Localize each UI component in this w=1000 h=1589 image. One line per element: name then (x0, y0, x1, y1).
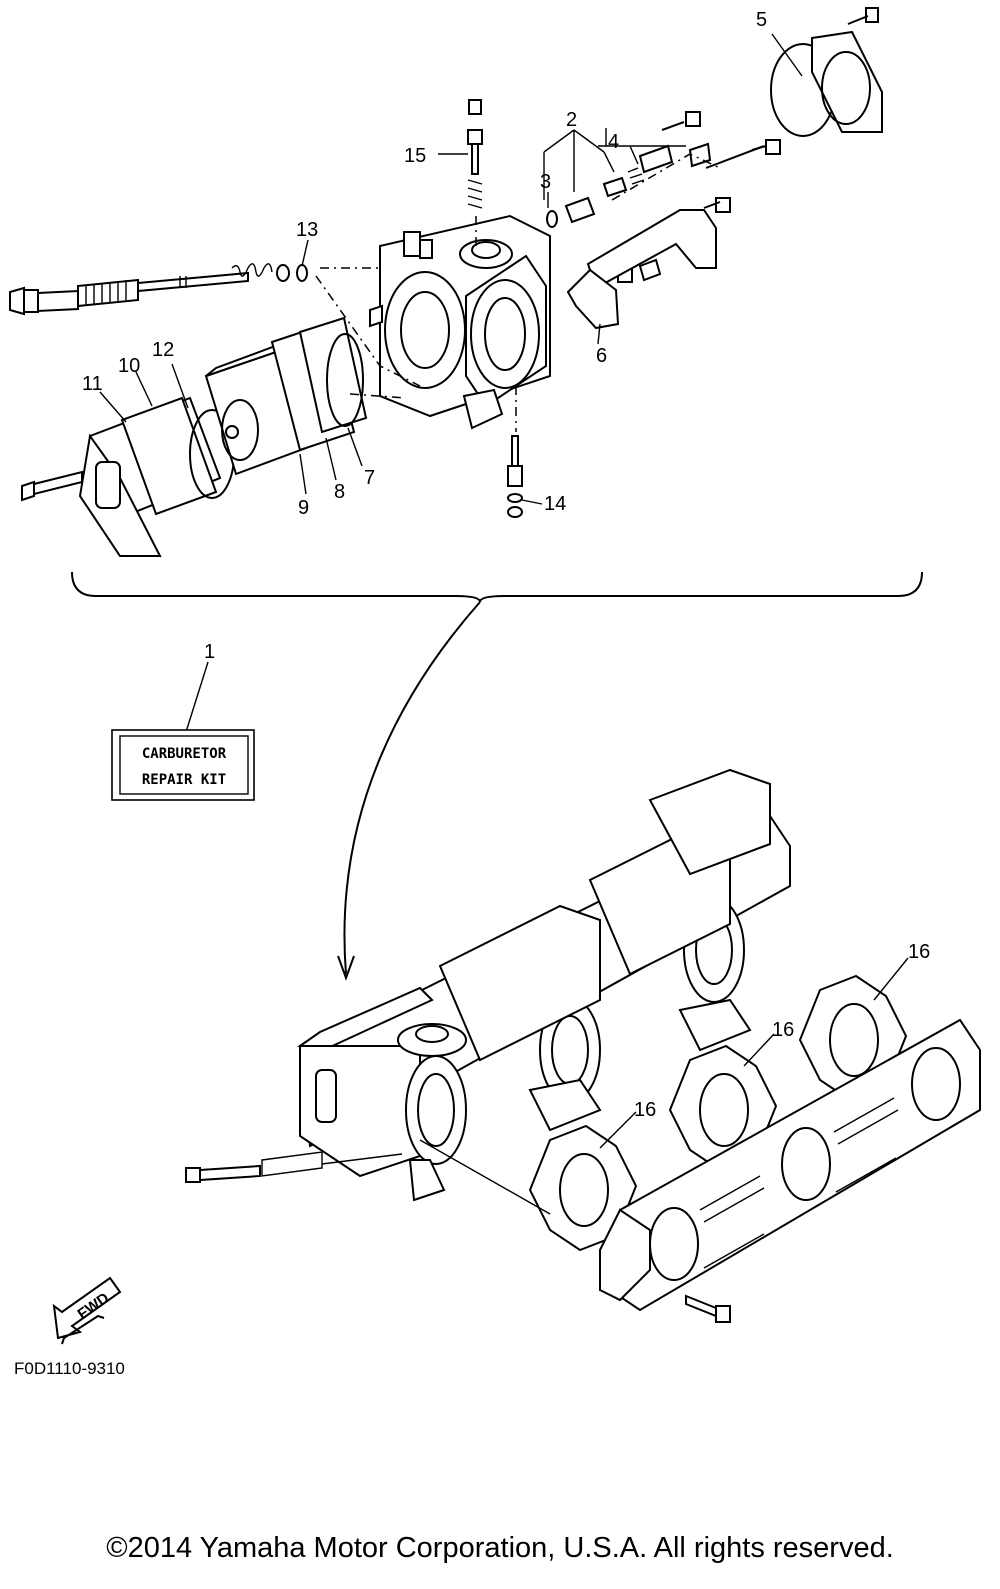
manifold-bolt (685, 1294, 731, 1323)
callout-15: 15 (404, 145, 426, 167)
callout-6: 6 (596, 345, 607, 367)
callout-16-middle: 16 (772, 1019, 794, 1041)
gasket-6 (566, 268, 620, 330)
callout-14: 14 (544, 493, 566, 515)
assembly-arrow (343, 601, 481, 975)
callout-9: 9 (298, 497, 309, 519)
drawing-code: F0D1110-9310 (14, 1359, 125, 1378)
adjusting-screw (9, 263, 308, 316)
needle-valve-parts (546, 111, 781, 290)
callout-5: 5 (756, 9, 767, 31)
carburetor-assembly (185, 768, 791, 1202)
callout-8: 8 (334, 481, 345, 503)
leader-lines (99, 33, 909, 1149)
callout-13: 13 (296, 219, 318, 241)
top-cover-5 (770, 7, 883, 137)
callout-4: 4 (608, 131, 619, 153)
callout-11: 11 (82, 373, 103, 395)
intake-manifold (599, 1018, 981, 1312)
pilot-jet-14 (507, 435, 523, 518)
repair-kit-label-box: CARBURETOR REPAIR KIT (111, 729, 255, 801)
kit-brace (71, 571, 923, 603)
repair-kit-line1: CARBURETOR (142, 746, 227, 762)
exploded-view (9, 7, 883, 557)
fwd-arrow: FWD (52, 1276, 122, 1345)
callout-numbers: 1 2 3 4 5 6 7 8 9 10 11 12 13 14 15 16 1… (82, 9, 930, 1121)
callout-10: 10 (118, 355, 140, 377)
callout-16-left: 16 (634, 1099, 656, 1121)
pump-cover-stack (21, 316, 368, 557)
callout-7: 7 (364, 467, 375, 489)
copyright-notice: ©2014 Yamaha Motor Corporation, U.S.A. A… (106, 1532, 894, 1564)
callout-16-right: 16 (908, 941, 930, 963)
callout-3: 3 (540, 171, 551, 193)
main-jet-15 (467, 99, 483, 209)
callout-1: 1 (204, 641, 215, 663)
callout-12: 12 (152, 339, 174, 361)
carburetor-body (369, 214, 551, 430)
repair-kit-line2: REPAIR KIT (142, 772, 226, 788)
callout-2: 2 (566, 109, 577, 131)
